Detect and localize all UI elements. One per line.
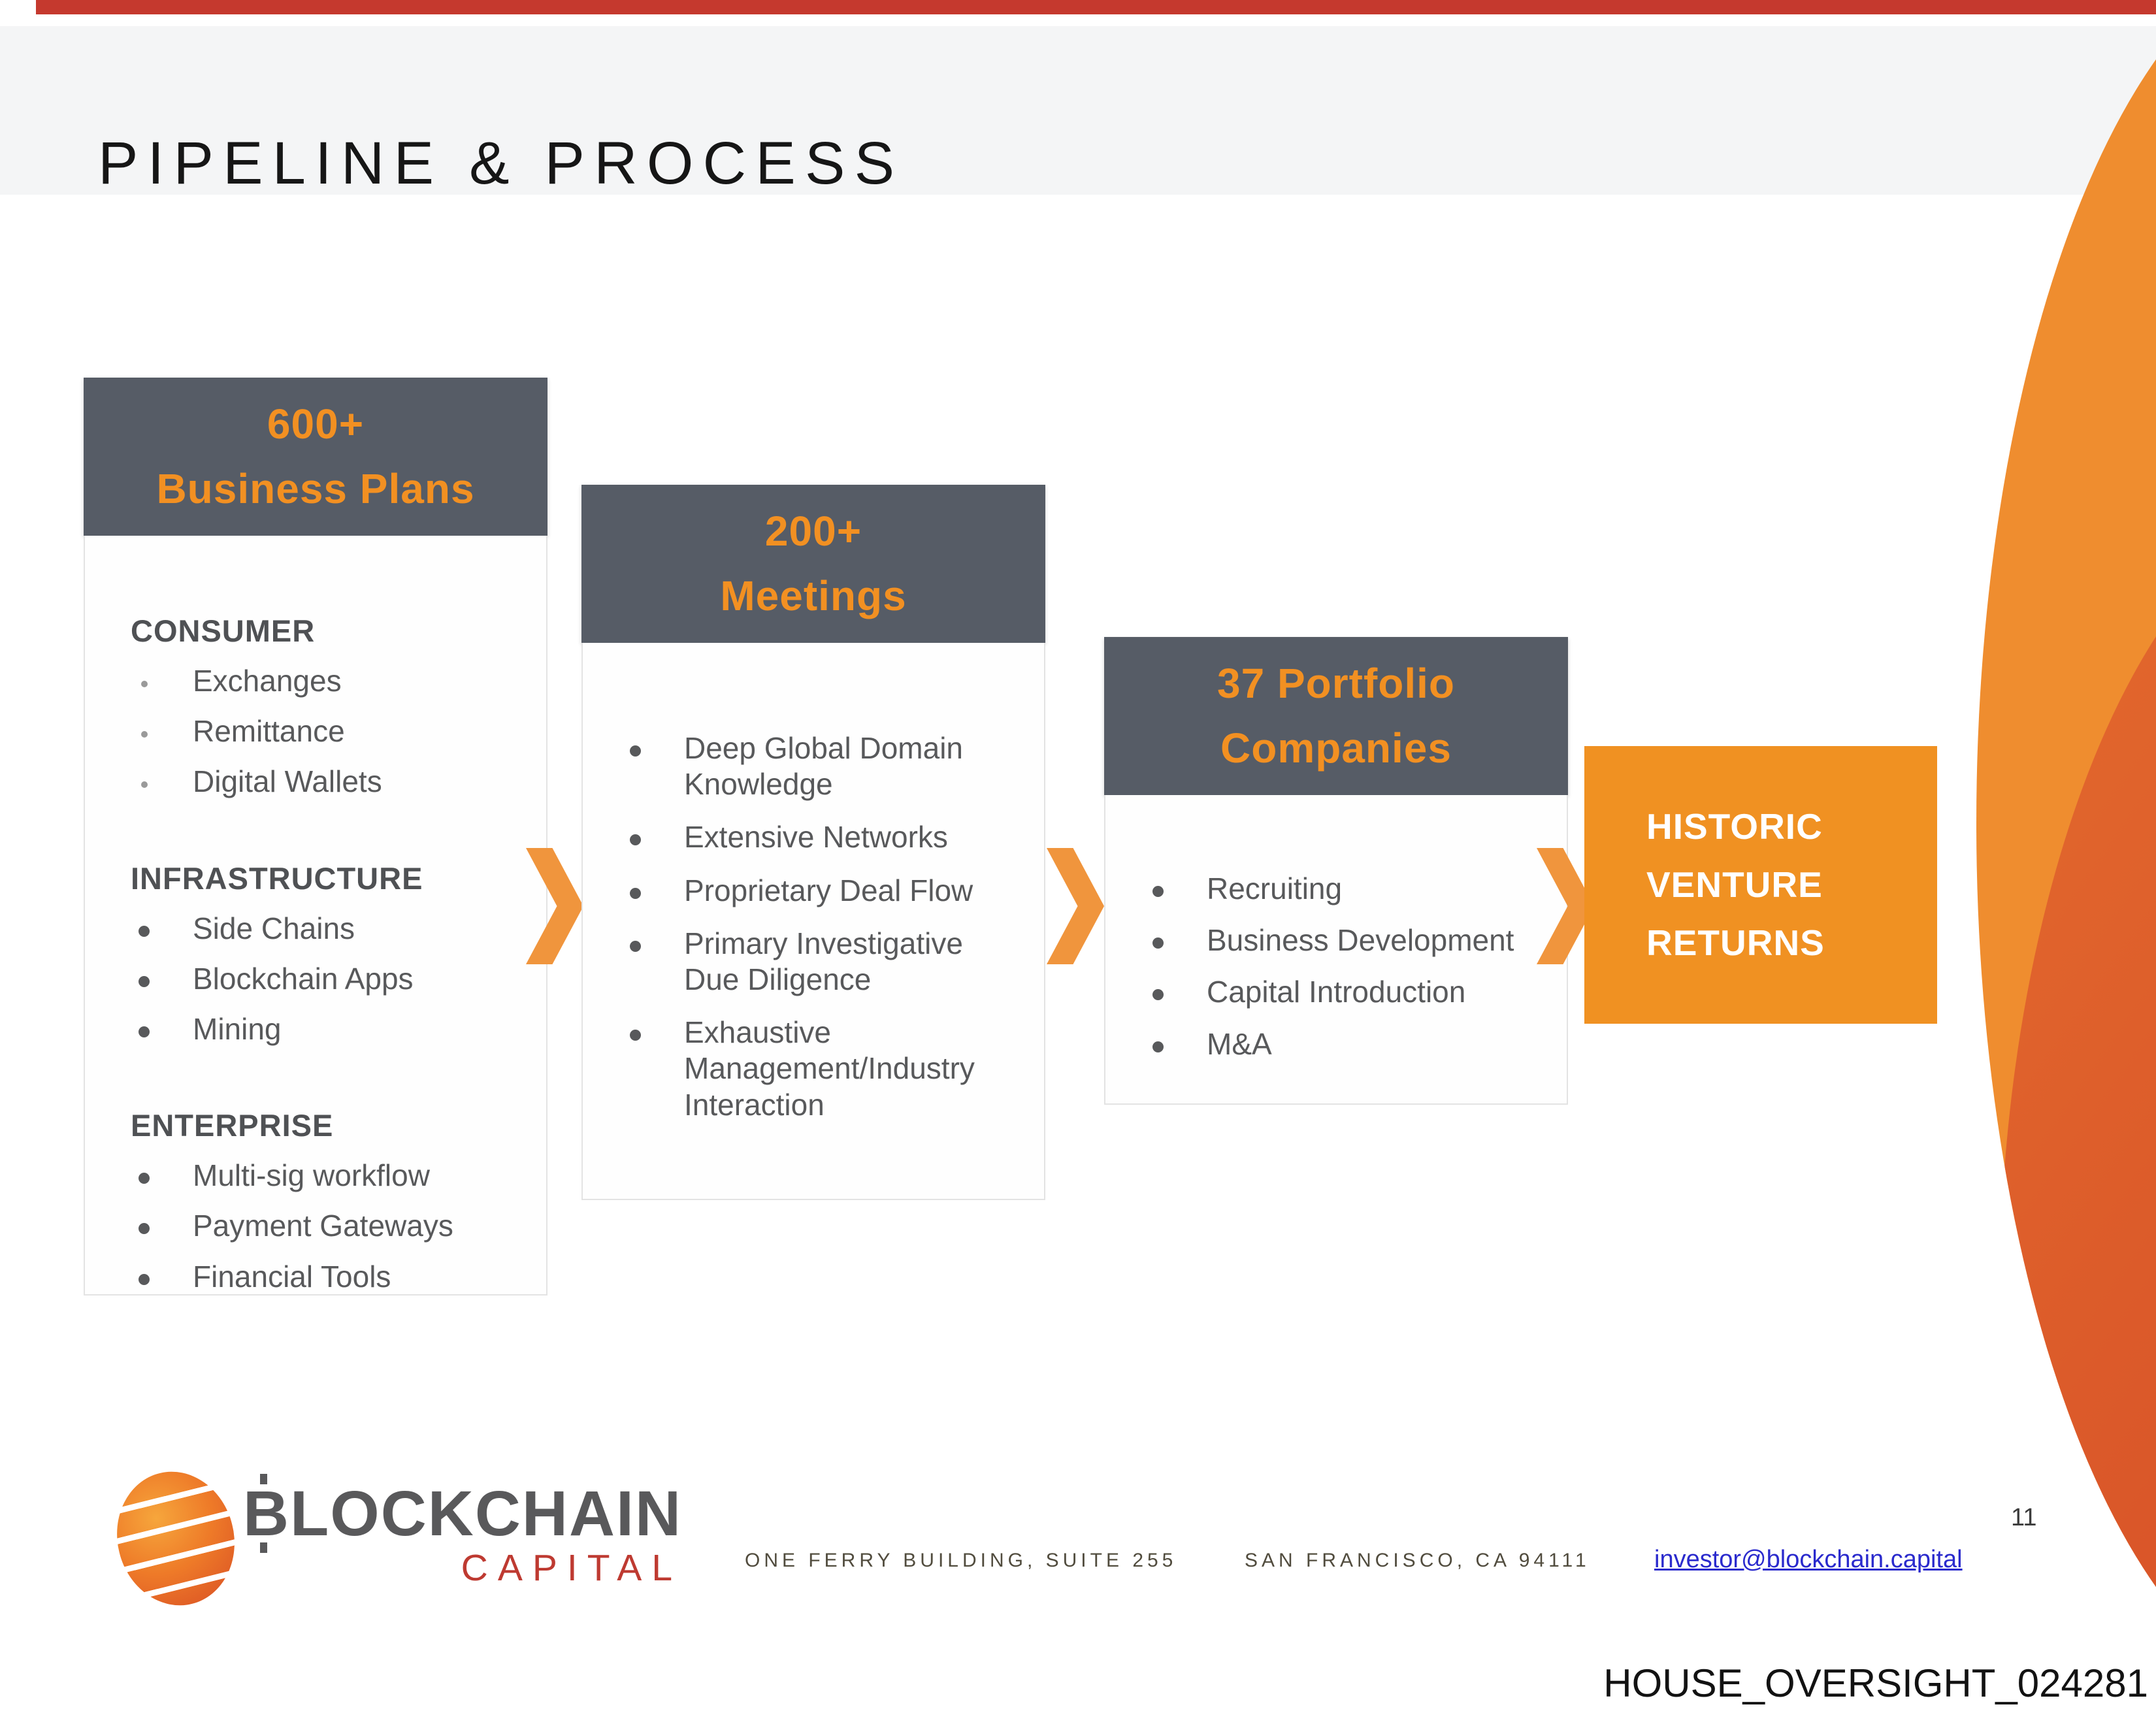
stage3-header: 37 Portfolio Companies <box>1104 637 1568 795</box>
bullet-item: Remittance <box>131 713 527 749</box>
bullet-item: Deep Global Domain Knowledge <box>622 730 1024 802</box>
bullet-item: Multi-sig workflow <box>131 1158 527 1194</box>
swoosh-orange-shape <box>1976 0 2156 1705</box>
bullet-item: Digital Wallets <box>131 764 527 800</box>
bullet-item: Proprietary Deal Flow <box>622 873 1024 909</box>
title-band <box>0 26 2156 195</box>
bullet-item: Payment Gateways <box>131 1208 527 1244</box>
investor-email-link[interactable]: investor@blockchain.capital <box>1654 1546 1963 1573</box>
bullet-item: Capital Introduction <box>1145 974 1554 1010</box>
stage2-header: 200+ Meetings <box>581 485 1045 643</box>
stage2-header-line2: Meetings <box>720 572 907 619</box>
section-enterprise-heading: ENTERPRISE <box>131 1108 334 1143</box>
bitcoin-b-tick-icon <box>260 1542 267 1553</box>
chevron-arrow-icon <box>1047 848 1104 964</box>
bullet-item: Financial Tools <box>131 1259 527 1295</box>
page-number: 11 <box>2011 1504 2037 1531</box>
stage3-header-line1: 37 Portfolio <box>1217 659 1456 707</box>
stage1-header-line2: Business Plans <box>156 465 475 512</box>
bullet-item: Blockchain Apps <box>131 961 527 997</box>
result-line3: RETURNS <box>1646 922 1825 964</box>
brand-subname: CAPITAL <box>461 1547 683 1589</box>
bullet-item: Recruiting <box>1145 871 1554 907</box>
bullet-item: Primary Investigative Due Diligence <box>622 926 1024 998</box>
bitcoin-b-tick-icon <box>260 1474 267 1484</box>
blockchain-capital-globe-logo-icon <box>103 1459 249 1618</box>
brand-name: BLOCKCHAIN <box>243 1478 683 1549</box>
stage3-header-line2: Companies <box>1220 725 1452 772</box>
bullet-item: M&A <box>1145 1026 1554 1062</box>
stage1-header: 600+ Business Plans <box>84 378 547 536</box>
bullet-item: Extensive Networks <box>622 819 1024 855</box>
stage2-header-line1: 200+ <box>764 507 862 555</box>
bullet-item: Side Chains <box>131 911 527 947</box>
bullet-item: Mining <box>131 1011 527 1047</box>
oversight-watermark: HOUSE_OVERSIGHT_024281 <box>1603 1661 2148 1705</box>
page-title: PIPELINE & PROCESS <box>98 130 904 197</box>
brand-wordmark: BLOCKCHAIN CAPITAL <box>243 1474 683 1587</box>
stage1-header-line1: 600+ <box>267 400 365 448</box>
top-accent-bar <box>36 0 2156 14</box>
bullet-item: Exchanges <box>131 663 527 699</box>
result-line1: HISTORIC <box>1646 806 1823 847</box>
footer-address-building: ONE FERRY BUILDING, SUITE 255 <box>745 1550 1177 1571</box>
result-box-historic-venture-returns: HISTORIC VENTURE RETURNS <box>1584 746 1937 1024</box>
section-infrastructure-heading: INFRASTRUCTURE <box>131 860 423 896</box>
footer-address-city: SAN FRANCISCO, CA 94111 <box>1245 1550 1590 1571</box>
section-consumer-heading: CONSUMER <box>131 613 316 648</box>
bullet-item: Business Development <box>1145 922 1554 958</box>
stage-box-meetings: 200+ Meetings Deep Global Domain Knowled… <box>581 485 1045 1200</box>
result-line2: VENTURE <box>1646 864 1823 905</box>
bullet-item: Exhaustive Management/Industry Interacti… <box>622 1015 1024 1123</box>
